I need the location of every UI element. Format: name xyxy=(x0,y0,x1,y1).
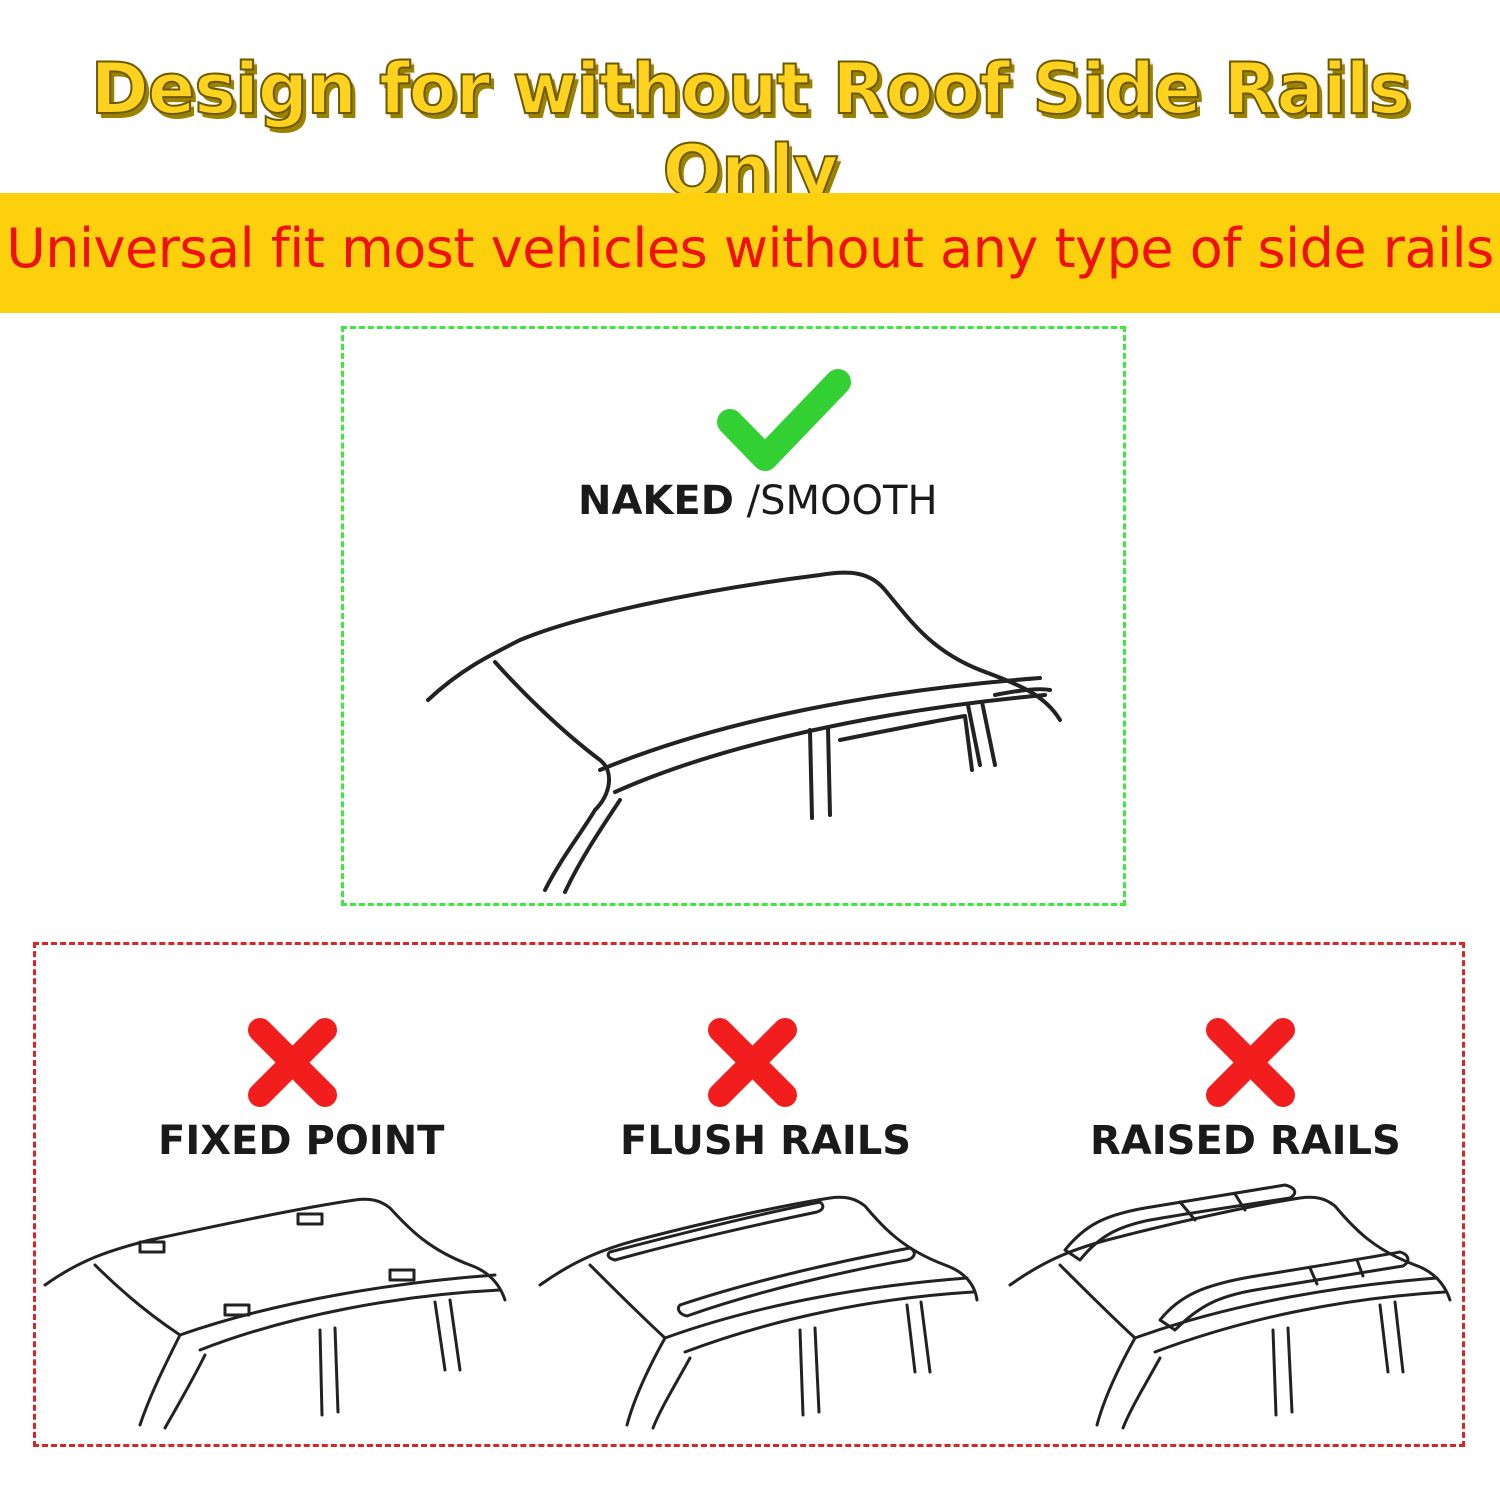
fit-banner-text: Universal fit most vehicles without any … xyxy=(6,217,1494,280)
page-headline: Design for without Roof Side Rails Only xyxy=(90,47,1412,213)
naked-label-bold: NAKED xyxy=(578,478,734,524)
naked-smooth-label: NAKED /SMOOTH xyxy=(578,478,938,524)
cross-icon xyxy=(248,1018,337,1107)
fixed-point-roof-illustration xyxy=(43,1197,507,1430)
flush-rails-label: FLUSH RAILS xyxy=(620,1118,912,1164)
naked-roof-illustration xyxy=(426,570,1062,894)
smooth-label: /SMOOTH xyxy=(733,478,938,524)
flush-rails-roof-illustration xyxy=(538,1195,979,1430)
checkmark-icon xyxy=(717,369,851,471)
compatible-roof-panel xyxy=(341,326,1126,906)
cross-icon xyxy=(708,1018,797,1107)
raised-rails-label: RAISED RAILS xyxy=(1090,1118,1401,1164)
fixed-point-label: FIXED POINT xyxy=(158,1118,445,1164)
incompatible-roofs-panel xyxy=(33,942,1465,1447)
raised-rails-roof-illustration xyxy=(1008,1183,1452,1430)
fit-banner: Universal fit most vehicles without any … xyxy=(0,193,1500,313)
cross-icon xyxy=(1206,1018,1295,1107)
